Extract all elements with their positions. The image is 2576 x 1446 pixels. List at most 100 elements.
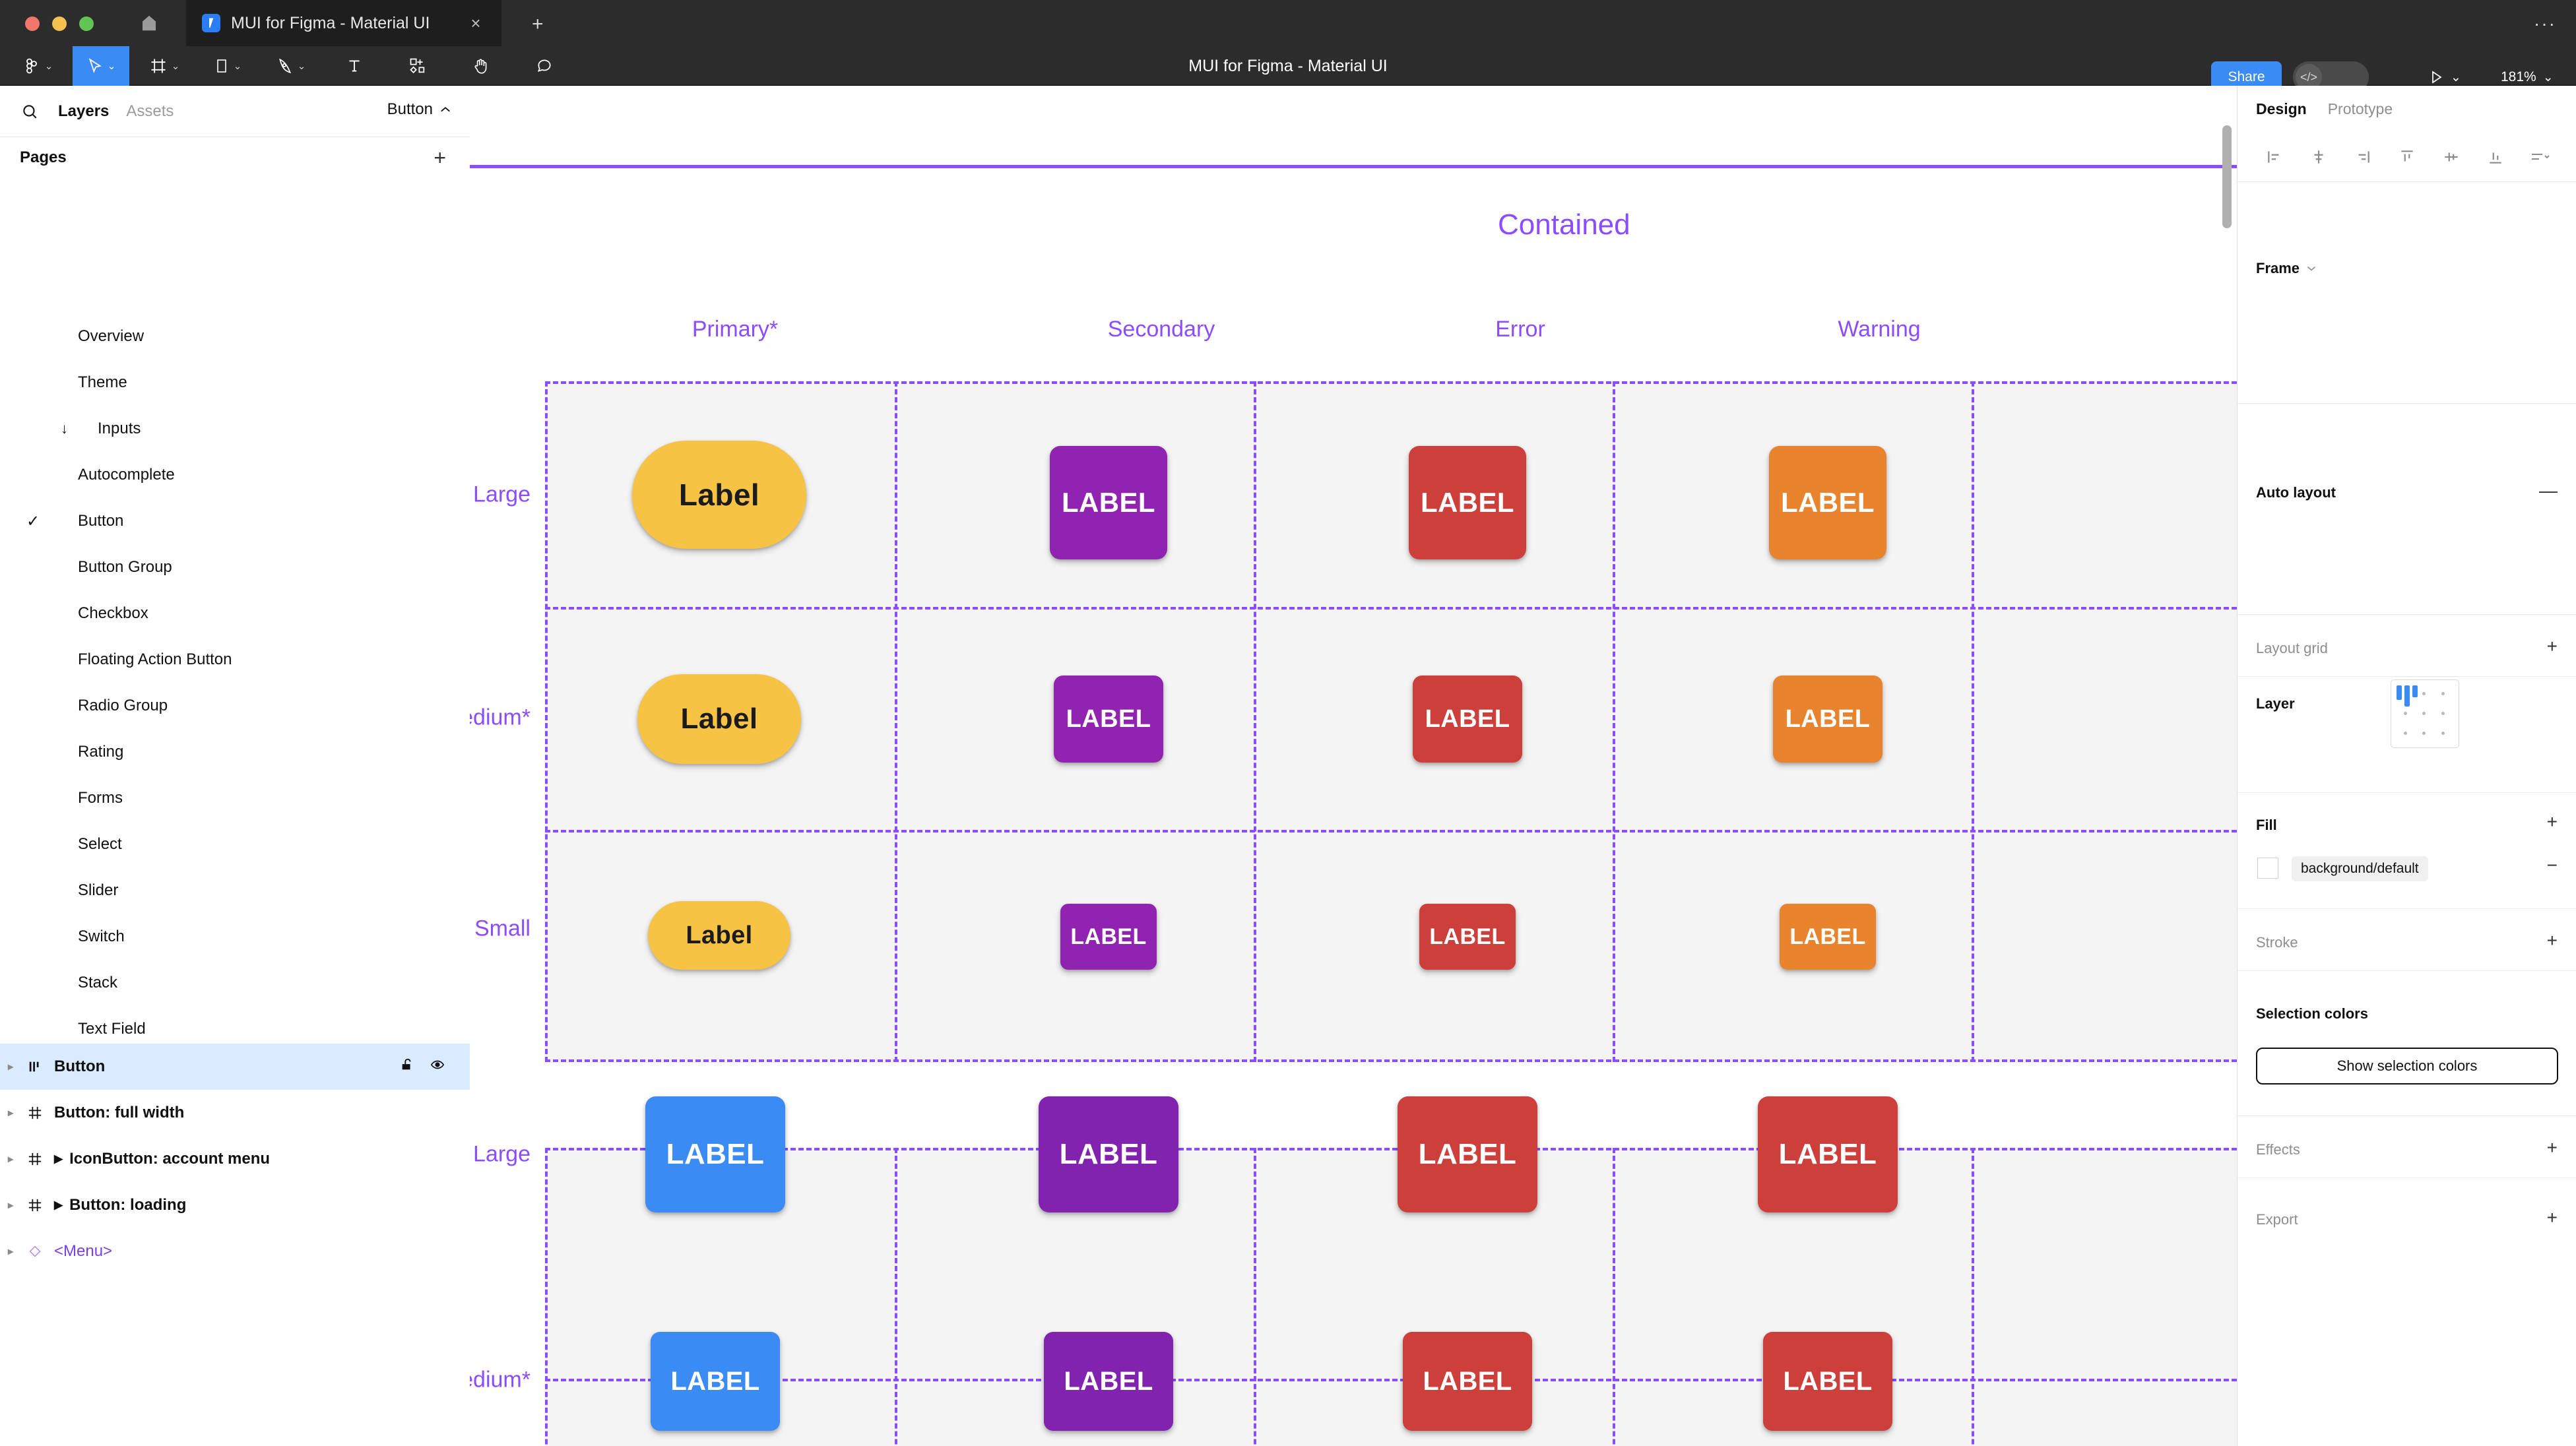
pen-tool-icon[interactable]: ⌄: [263, 46, 319, 86]
variant-button[interactable]: LABEL: [1403, 1332, 1532, 1431]
page-item-switch[interactable]: Switch: [0, 914, 470, 960]
close-window-button[interactable]: [25, 16, 40, 31]
add-stroke-button[interactable]: +: [2546, 930, 2558, 951]
variant-button[interactable]: LABEL: [1773, 676, 1883, 763]
variant-button[interactable]: Label: [648, 901, 790, 970]
zoom-level-control[interactable]: 181% ⌄: [2501, 69, 2554, 84]
text-tool-icon[interactable]: [326, 46, 383, 86]
layer-row[interactable]: ▸ Button: [0, 1044, 470, 1090]
page-item-checkbox[interactable]: Checkbox: [0, 590, 470, 637]
close-icon[interactable]: ×: [470, 13, 481, 33]
page-item-text-field[interactable]: Text Field: [0, 1006, 470, 1052]
align-vertical-center-icon[interactable]: [2433, 142, 2470, 172]
minimize-window-button[interactable]: [52, 16, 67, 31]
show-selection-colors-button[interactable]: Show selection colors: [2256, 1048, 2558, 1084]
maximize-window-button[interactable]: [79, 16, 94, 31]
frame-name-label[interactable]: Contained: [1498, 208, 1630, 241]
expand-caret-icon[interactable]: ▸: [8, 1154, 14, 1165]
variant-button[interactable]: LABEL: [1039, 1096, 1178, 1212]
variant-button[interactable]: LABEL: [1050, 446, 1167, 559]
variant-button[interactable]: LABEL: [1413, 676, 1522, 763]
resources-tool-icon[interactable]: [389, 46, 446, 86]
auto-layout-alignment-pad[interactable]: [2391, 679, 2459, 748]
layer-row[interactable]: ▸ <Menu>: [0, 1228, 470, 1274]
page-item-inputs[interactable]: ↓Inputs: [0, 406, 470, 452]
variant-button[interactable]: LABEL: [1044, 1332, 1173, 1431]
page-item-floating-action-button[interactable]: Floating Action Button: [0, 637, 470, 683]
variant-button[interactable]: Label: [632, 441, 806, 549]
variant-button[interactable]: Label: [637, 674, 801, 764]
add-effect-button[interactable]: +: [2546, 1137, 2558, 1158]
page-item-button[interactable]: ✓Button: [0, 498, 470, 544]
comment-tool-icon[interactable]: [516, 46, 573, 86]
present-button[interactable]: ⌄: [2428, 61, 2461, 93]
tab-title: MUI for Figma - Material UI: [231, 13, 430, 32]
layer-row[interactable]: ▸ ▶ Button: loading: [0, 1182, 470, 1228]
figma-canvas[interactable]: Contained Primary* Secondary Error Warni…: [470, 86, 2237, 1446]
expand-caret-icon[interactable]: ▸: [8, 1200, 14, 1211]
tab-layers[interactable]: Layers: [58, 102, 110, 120]
search-icon[interactable]: [21, 103, 41, 120]
variant-button[interactable]: LABEL: [1769, 446, 1886, 559]
align-top-icon[interactable]: [2389, 142, 2426, 172]
page-item-slider[interactable]: Slider: [0, 867, 470, 914]
tab-assets[interactable]: Assets: [126, 102, 174, 120]
figma-menu-icon[interactable]: ⌄: [9, 46, 66, 86]
variant-button[interactable]: LABEL: [1398, 1096, 1537, 1212]
page-item-select[interactable]: Select: [0, 821, 470, 867]
frame-tool-icon[interactable]: ⌄: [136, 46, 193, 86]
variant-button[interactable]: LABEL: [651, 1332, 780, 1431]
page-item-forms[interactable]: Forms: [0, 775, 470, 821]
button-label: Label: [680, 703, 758, 735]
file-name-label: Button: [387, 100, 433, 118]
page-item-rating[interactable]: Rating: [0, 729, 470, 775]
tab-prototype[interactable]: Prototype: [2327, 100, 2393, 117]
variant-button[interactable]: LABEL: [1054, 676, 1163, 763]
fill-color-swatch[interactable]: [2257, 858, 2278, 879]
expand-caret-icon[interactable]: ▸: [8, 1061, 14, 1073]
variant-button[interactable]: LABEL: [1758, 1096, 1898, 1212]
page-item-overview[interactable]: Overview: [0, 313, 470, 360]
page-item-stack[interactable]: Stack: [0, 960, 470, 1006]
variant-button[interactable]: LABEL: [1763, 1332, 1892, 1431]
alignment-bar: [2412, 685, 2418, 697]
variant-button[interactable]: LABEL: [1780, 904, 1876, 970]
add-export-button[interactable]: +: [2546, 1207, 2558, 1228]
align-bottom-icon[interactable]: [2477, 142, 2514, 172]
window-menu-icon[interactable]: ···: [2534, 13, 2556, 34]
variant-button[interactable]: LABEL: [1419, 904, 1516, 970]
fill-style-name[interactable]: background/default: [2292, 856, 2428, 881]
variant-button[interactable]: LABEL: [1060, 904, 1157, 970]
variant-button[interactable]: LABEL: [645, 1096, 785, 1212]
remove-fill-button[interactable]: −: [2546, 855, 2558, 875]
unlock-icon[interactable]: [400, 1057, 414, 1077]
expand-caret-icon[interactable]: ▸: [8, 1246, 14, 1257]
file-name-dropdown[interactable]: Button: [387, 100, 451, 119]
add-fill-button[interactable]: +: [2546, 811, 2558, 832]
page-item-button-group[interactable]: Button Group: [0, 544, 470, 590]
add-layout-grid-button[interactable]: +: [2546, 636, 2558, 656]
align-right-icon[interactable]: [2344, 142, 2381, 172]
shape-tool-icon[interactable]: ⌄: [199, 46, 256, 86]
align-horizontal-center-icon[interactable]: [2300, 142, 2337, 172]
distribute-icon[interactable]: [2521, 142, 2558, 172]
hand-tool-icon[interactable]: [453, 46, 509, 86]
page-item-radio-group[interactable]: Radio Group: [0, 683, 470, 729]
tab-design[interactable]: Design: [2256, 100, 2307, 117]
variant-button[interactable]: LABEL: [1409, 446, 1526, 559]
layer-row[interactable]: ▸ ▶ IconButton: account menu: [0, 1136, 470, 1182]
eye-icon[interactable]: [429, 1057, 446, 1077]
remove-auto-layout-button[interactable]: —: [2539, 480, 2558, 501]
align-left-icon[interactable]: [2256, 142, 2293, 172]
page-item-autocomplete[interactable]: Autocomplete: [0, 452, 470, 498]
layer-row[interactable]: ▸ Button: full width: [0, 1090, 470, 1136]
canvas-scrollbar[interactable]: [2222, 125, 2232, 228]
figma-home-button[interactable]: [112, 0, 186, 46]
add-page-button[interactable]: +: [434, 146, 446, 170]
page-item-theme[interactable]: Theme: [0, 360, 470, 406]
expand-caret-icon[interactable]: ▸: [8, 1108, 14, 1119]
new-tab-button[interactable]: +: [532, 13, 544, 35]
move-tool-icon[interactable]: ⌄: [73, 46, 129, 86]
browser-tab[interactable]: MUI for Figma - Material UI ×: [186, 0, 501, 46]
button-label: LABEL: [670, 1366, 760, 1396]
